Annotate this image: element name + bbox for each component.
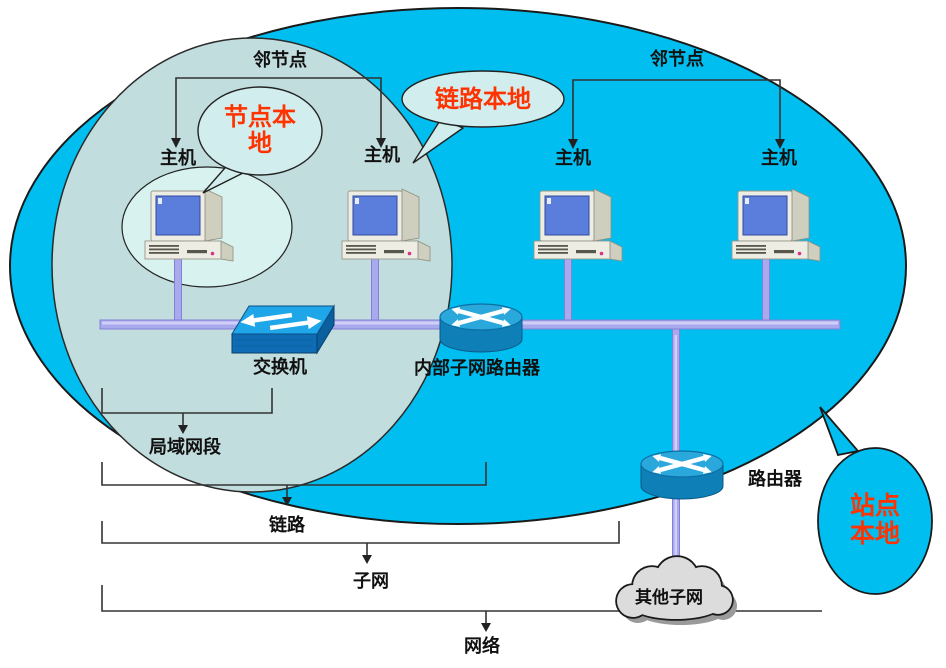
switch-icon — [231, 304, 335, 355]
other-subnet-label: 其他子网 — [635, 588, 703, 608]
subnet-label: 子网 — [353, 571, 389, 592]
subnet-bracket — [101, 521, 620, 564]
link-local-callout-text: 链路本地 — [435, 85, 531, 113]
link-bracket — [101, 462, 487, 506]
neighbor-left-label: 邻节点 — [253, 50, 307, 71]
lan-segment-label: 局域网段 — [149, 437, 221, 458]
internal-router-label: 内部子网路由器 — [414, 358, 540, 379]
host-4-computer-icon — [731, 188, 821, 262]
host-3-label: 主机 — [555, 148, 591, 169]
host-1-computer-icon — [144, 188, 234, 262]
neighbor-left-bracket — [171, 77, 386, 148]
network-bracket — [101, 585, 822, 632]
host-3-computer-icon — [533, 188, 623, 262]
internal-subnet-router-icon — [440, 304, 522, 352]
host-2-label: 主机 — [364, 145, 400, 166]
node-local-callout-bubble — [197, 86, 323, 194]
host-4-label: 主机 — [761, 148, 797, 169]
router-label: 路由器 — [748, 469, 802, 490]
lan-segment-bracket — [101, 388, 273, 434]
network-label: 网络 — [464, 636, 500, 657]
switch-label: 交换机 — [253, 357, 307, 378]
link-local-callout-bubble — [401, 70, 565, 164]
other-subnet-cloud-icon — [615, 555, 737, 625]
neighbor-right-label: 邻节点 — [650, 49, 704, 70]
site-router-icon — [641, 451, 723, 499]
site-local-callout-bubble — [817, 406, 933, 595]
site-local-callout-text: 站点 本地 — [849, 491, 901, 548]
node-local-callout-text: 节点本 地 — [224, 103, 296, 158]
host-1-label: 主机 — [160, 148, 196, 169]
neighbor-right-bracket — [568, 79, 785, 149]
link-label: 链路 — [269, 515, 305, 536]
host-2-computer-icon — [341, 188, 431, 262]
